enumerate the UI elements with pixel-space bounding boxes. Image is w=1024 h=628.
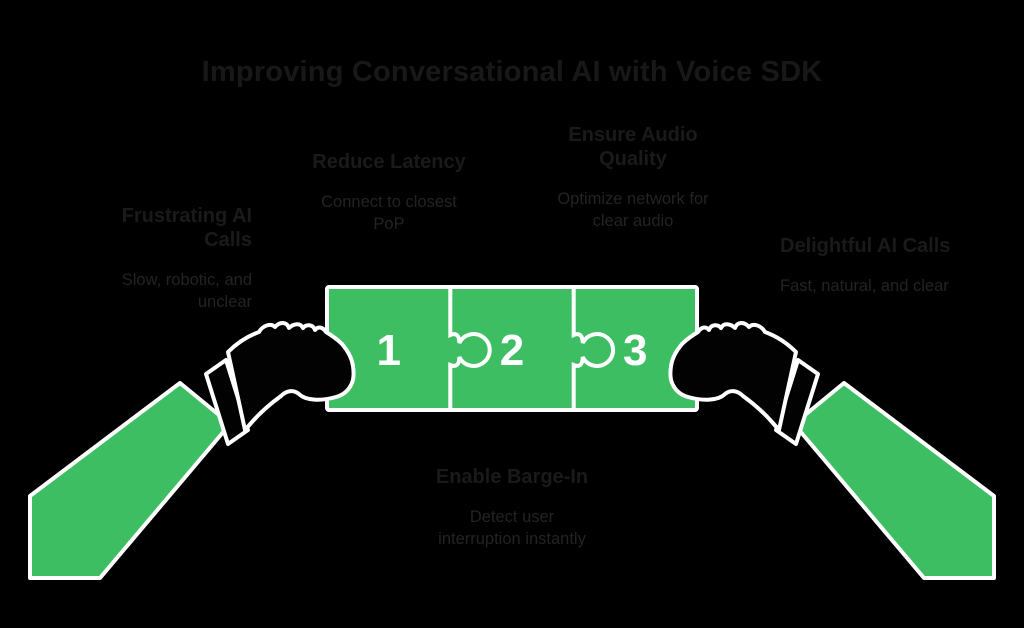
puzzle-cut-1 (448, 289, 492, 408)
label-delightful-ai-calls: Delightful AI Calls Fast, natural, and c… (780, 234, 1015, 297)
left-arm (28, 320, 356, 580)
delightful-description: Fast, natural, and clear (780, 277, 949, 295)
delightful-heading: Delightful AI Calls (780, 235, 951, 257)
puzzle-number-1: 1 (376, 326, 400, 375)
puzzle-strip: 1 2 3 (325, 285, 699, 412)
barge-heading: Enable Barge-In (435, 466, 589, 488)
page-title: Improving Conversational AI with Voice S… (201, 56, 823, 88)
puzzle-number-3: 3 (623, 326, 647, 375)
right-arm (668, 320, 996, 580)
reduce-heading: Reduce Latency (312, 151, 466, 173)
puzzle-number-2: 2 (500, 326, 524, 375)
puzzle-cut-2 (571, 289, 616, 408)
